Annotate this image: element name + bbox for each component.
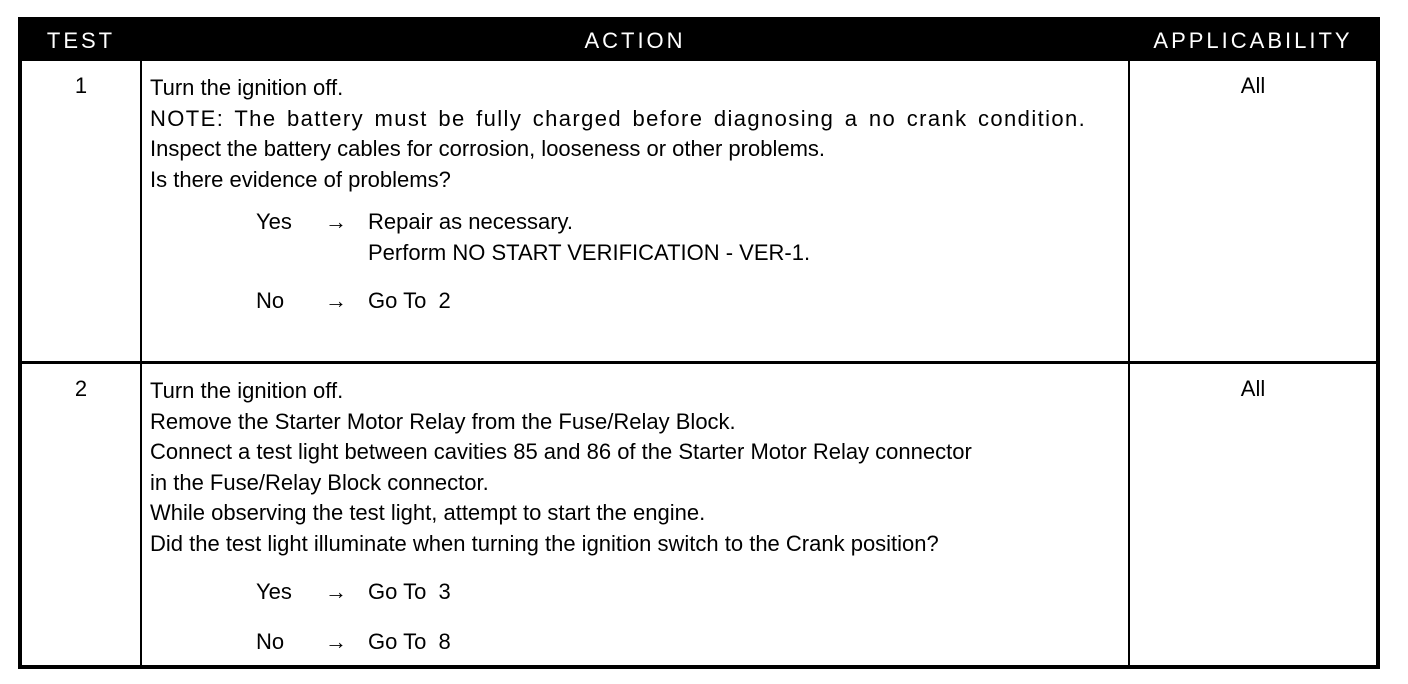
test-number: 2 [74,376,88,401]
table-row: 1 Turn the ignition off. NOTE: The batte… [22,61,1376,361]
action-line: Connect a test light between cavities 85… [150,439,972,464]
response-label: Yes [256,209,292,234]
header-applicability: APPLICABILITY [1153,28,1353,53]
response-label: No [256,288,285,313]
right-arrow-icon: → [325,288,347,313]
action-line: Remove the Starter Motor Relay from the … [150,408,736,434]
action-line: While observing the test light, attempt … [150,500,706,525]
response-line: Go To 2 [368,288,451,313]
response-line: Go To 8 [368,628,451,654]
response-no: No → Go To 2 [150,286,1122,317]
action-line: Turn the ignition off. [150,378,344,403]
response-line: Perform NO START VERIFICATION - VER-1. [368,239,811,265]
row-divider [22,361,1376,364]
action-cell: Turn the ignition off. Remove the Starte… [150,376,1122,657]
response-text: Go To 2 [368,286,451,317]
response-text: Repair as necessary. Perform NO START VER… [368,207,810,268]
table-header: TEST ACTION APPLICABILITY [22,21,1376,61]
response-text: Go To 8 [368,627,451,658]
applicability-cell: All [1240,376,1266,401]
response-no: No → Go To 8 [150,627,1122,658]
response-label: Yes [256,579,292,604]
response-yes: Yes → Repair as necessary. Perform NO START… [150,207,1122,268]
action-line: in the Fuse/Relay Block connector. [150,469,489,495]
action-line: Did the test light illuminate when turni… [150,530,939,556]
right-arrow-icon: → [325,579,347,604]
response-yes: Yes → Go To 3 [150,577,1122,608]
action-line: Inspect the battery cables for corrosion… [150,136,826,161]
test-number: 1 [74,73,88,98]
response-line: Go To 3 [368,579,451,604]
action-cell: Turn the ignition off. NOTE: The battery… [150,73,1122,317]
right-arrow-icon: → [325,628,347,654]
response-line: Repair as necessary. [368,209,574,234]
header-action: ACTION [584,28,686,53]
response-text: Go To 3 [368,577,451,608]
right-arrow-icon: → [325,209,347,234]
header-test: TEST [46,28,116,53]
diagnostic-table: TEST ACTION APPLICABILITY 1 Turn the ign… [18,17,1380,669]
action-line: Is there evidence of problems? [150,166,451,192]
applicability-cell: All [1240,73,1266,98]
action-line: Turn the ignition off. [150,75,344,100]
action-note: NOTE: The battery must be fully charged … [150,105,1087,131]
response-label: No [256,628,285,654]
table-row: 2 Turn the ignition off. Remove the Star… [22,364,1376,666]
